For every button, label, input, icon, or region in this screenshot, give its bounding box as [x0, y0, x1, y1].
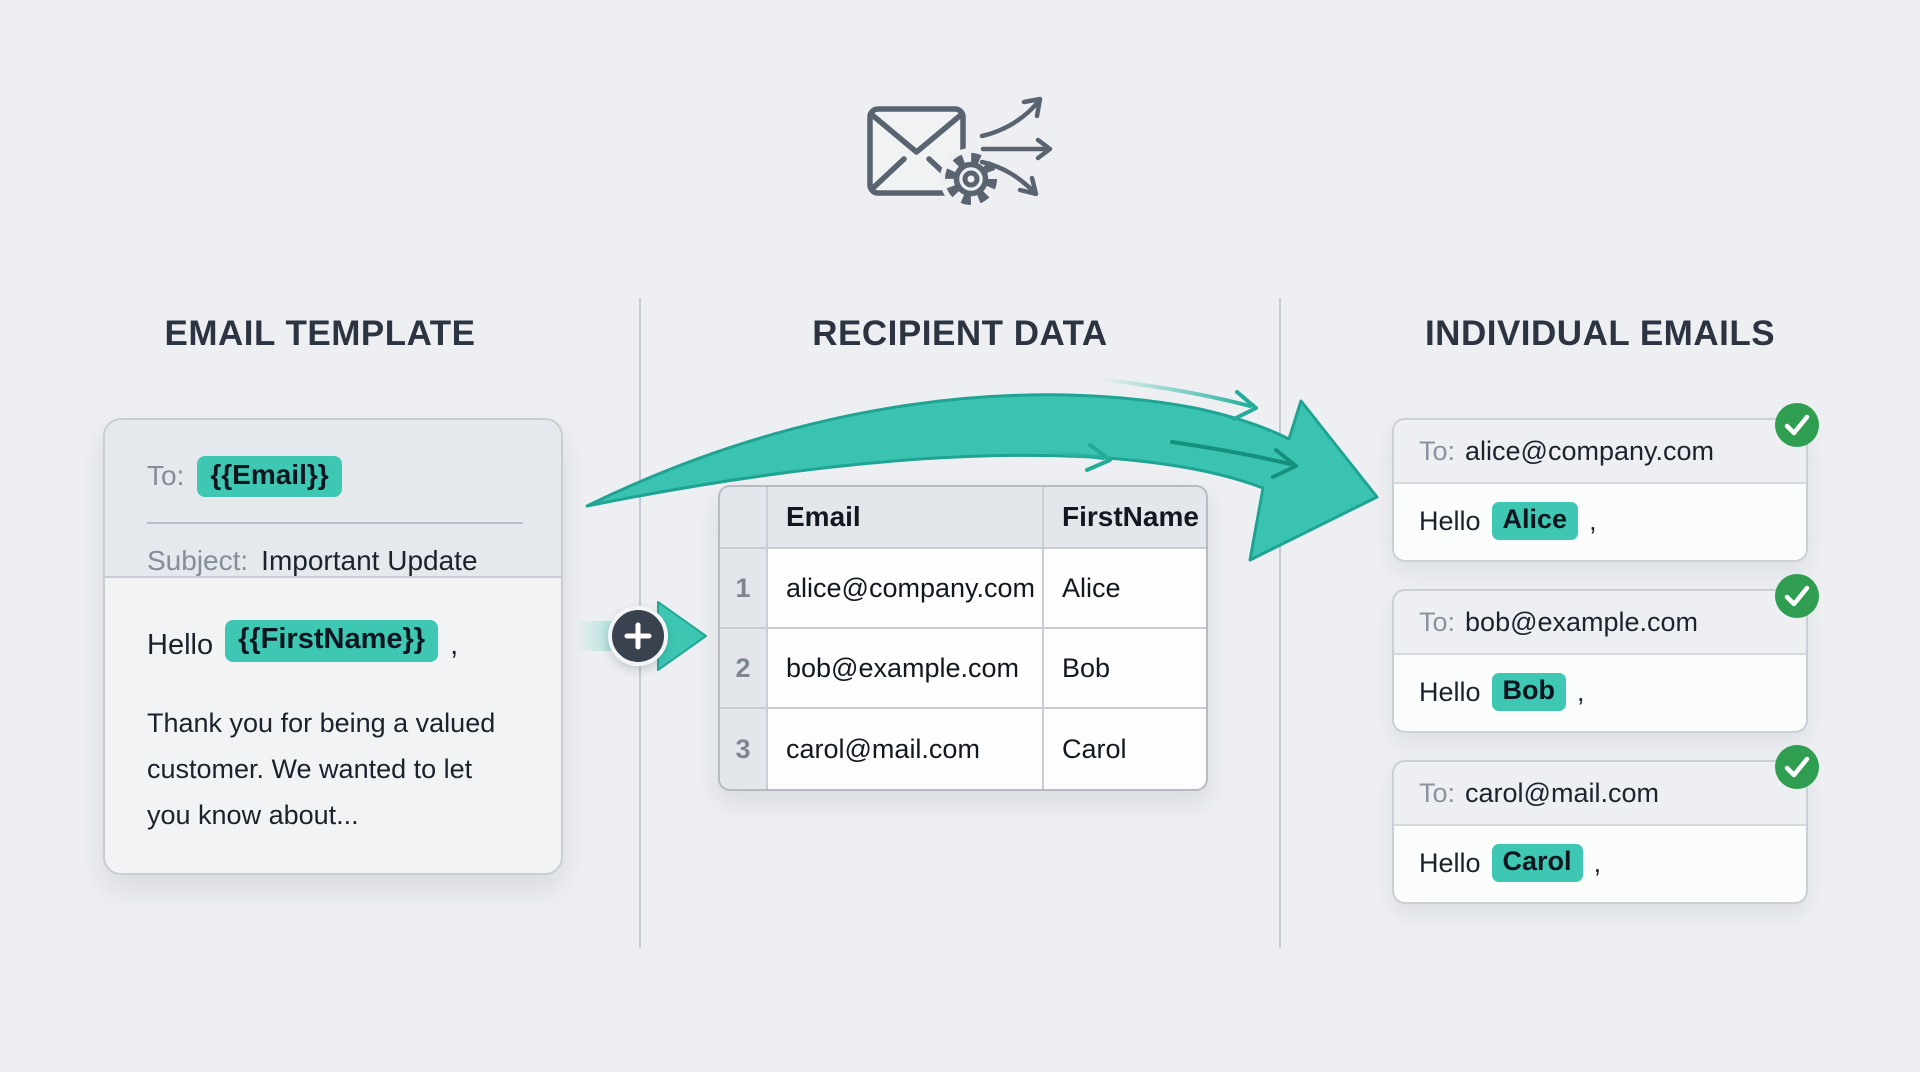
template-header: To: {{Email}} Subject: Important Update — [105, 420, 561, 578]
fan-out-arrows-icon — [979, 96, 1053, 197]
to-label: To: — [1419, 777, 1456, 808]
mail-merge-icon — [867, 96, 1053, 210]
motion-arrow-upper — [1096, 377, 1252, 408]
email-card-header: To: bob@example.com — [1394, 591, 1806, 655]
inner-arrow-head — [1271, 448, 1298, 479]
header-divider — [147, 521, 523, 524]
row-number: 3 — [720, 709, 768, 789]
greeting-punct: , — [450, 628, 459, 661]
section-divider — [1279, 298, 1281, 948]
motion-arrow-lower — [1000, 445, 1105, 460]
check-icon — [1775, 574, 1819, 618]
row-number: 1 — [720, 549, 768, 629]
heading-individual-emails: INDIVIDUAL EMAILS — [1424, 314, 1776, 353]
body-line: you know about... — [147, 799, 359, 830]
cell-firstname: Alice — [1044, 549, 1206, 629]
check-icon — [1775, 745, 1819, 789]
to-label: To: — [1419, 606, 1456, 637]
plus-merge-icon — [608, 606, 668, 666]
greeting-text: Hello — [1419, 676, 1481, 707]
merged-name-chip: Bob — [1491, 673, 1567, 711]
to-label: To: — [1419, 435, 1456, 466]
firstname-placeholder-chip: {{FirstName}} — [225, 620, 439, 662]
template-body: Hello {{FirstName}} , Thank you for bein… — [105, 578, 561, 838]
subject-value: Important Update — [261, 544, 478, 576]
cell-email: carol@mail.com — [768, 709, 1044, 789]
merged-name-chip: Carol — [1491, 844, 1583, 882]
corner-cell — [720, 487, 768, 549]
big-swoosh-arrow — [585, 393, 1379, 562]
email-template-card: To: {{Email}} Subject: Important Update … — [103, 418, 563, 875]
email-card-body: Hello Carol , — [1394, 826, 1806, 900]
heading-recipient-data: RECIPIENT DATA — [812, 314, 1108, 353]
heading-email-template: EMAIL TEMPLATE — [164, 314, 476, 353]
email-card-alice: To: alice@company.com Hello Alice , — [1392, 403, 1819, 562]
inner-arrow — [1170, 440, 1292, 466]
greeting-punct: , — [1577, 676, 1585, 707]
email-card-body: Hello Alice , — [1394, 484, 1806, 558]
email-card-bob: To: bob@example.com Hello Bob , — [1392, 574, 1819, 733]
column-header-email: Email — [768, 487, 1044, 549]
cell-email: alice@company.com — [768, 549, 1044, 629]
to-address: bob@example.com — [1465, 606, 1699, 637]
subject-label: Subject: — [147, 544, 249, 576]
gear-icon — [945, 153, 997, 205]
email-card-carol: To: carol@mail.com Hello Carol , — [1392, 745, 1819, 904]
to-label: To: — [147, 460, 185, 492]
motion-arrow-lower-head — [1085, 443, 1112, 472]
body-line: Thank you for being a valued — [147, 707, 496, 738]
greeting-text: Hello — [147, 628, 214, 661]
merge-flow-arrows — [585, 377, 1379, 562]
row-number: 2 — [720, 629, 768, 709]
cell-email: bob@example.com — [768, 629, 1044, 709]
email-card-body: Hello Bob , — [1394, 655, 1806, 729]
greeting-punct: , — [1593, 847, 1602, 878]
email-placeholder-chip: {{Email}} — [197, 456, 342, 497]
check-icon — [1775, 403, 1819, 447]
email-card-header: To: carol@mail.com — [1394, 762, 1806, 826]
to-address: carol@mail.com — [1465, 777, 1659, 808]
cell-firstname: Carol — [1044, 709, 1206, 789]
merged-name-chip: Alice — [1491, 502, 1579, 540]
body-line: customer. We wanted to let — [147, 753, 473, 784]
to-address: alice@company.com — [1465, 435, 1715, 466]
greeting-punct: , — [1589, 505, 1597, 536]
recipient-table: Email FirstName 1 alice@company.com Alic… — [718, 485, 1208, 791]
motion-arrow-upper-head — [1232, 390, 1258, 421]
email-card-header: To: alice@company.com — [1394, 420, 1806, 484]
column-header-firstname: FirstName — [1044, 487, 1206, 549]
greeting-text: Hello — [1419, 847, 1481, 878]
cell-firstname: Bob — [1044, 629, 1206, 709]
greeting-text: Hello — [1419, 505, 1481, 536]
body-paragraph: Thank you for being a valued customer. W… — [147, 700, 519, 838]
